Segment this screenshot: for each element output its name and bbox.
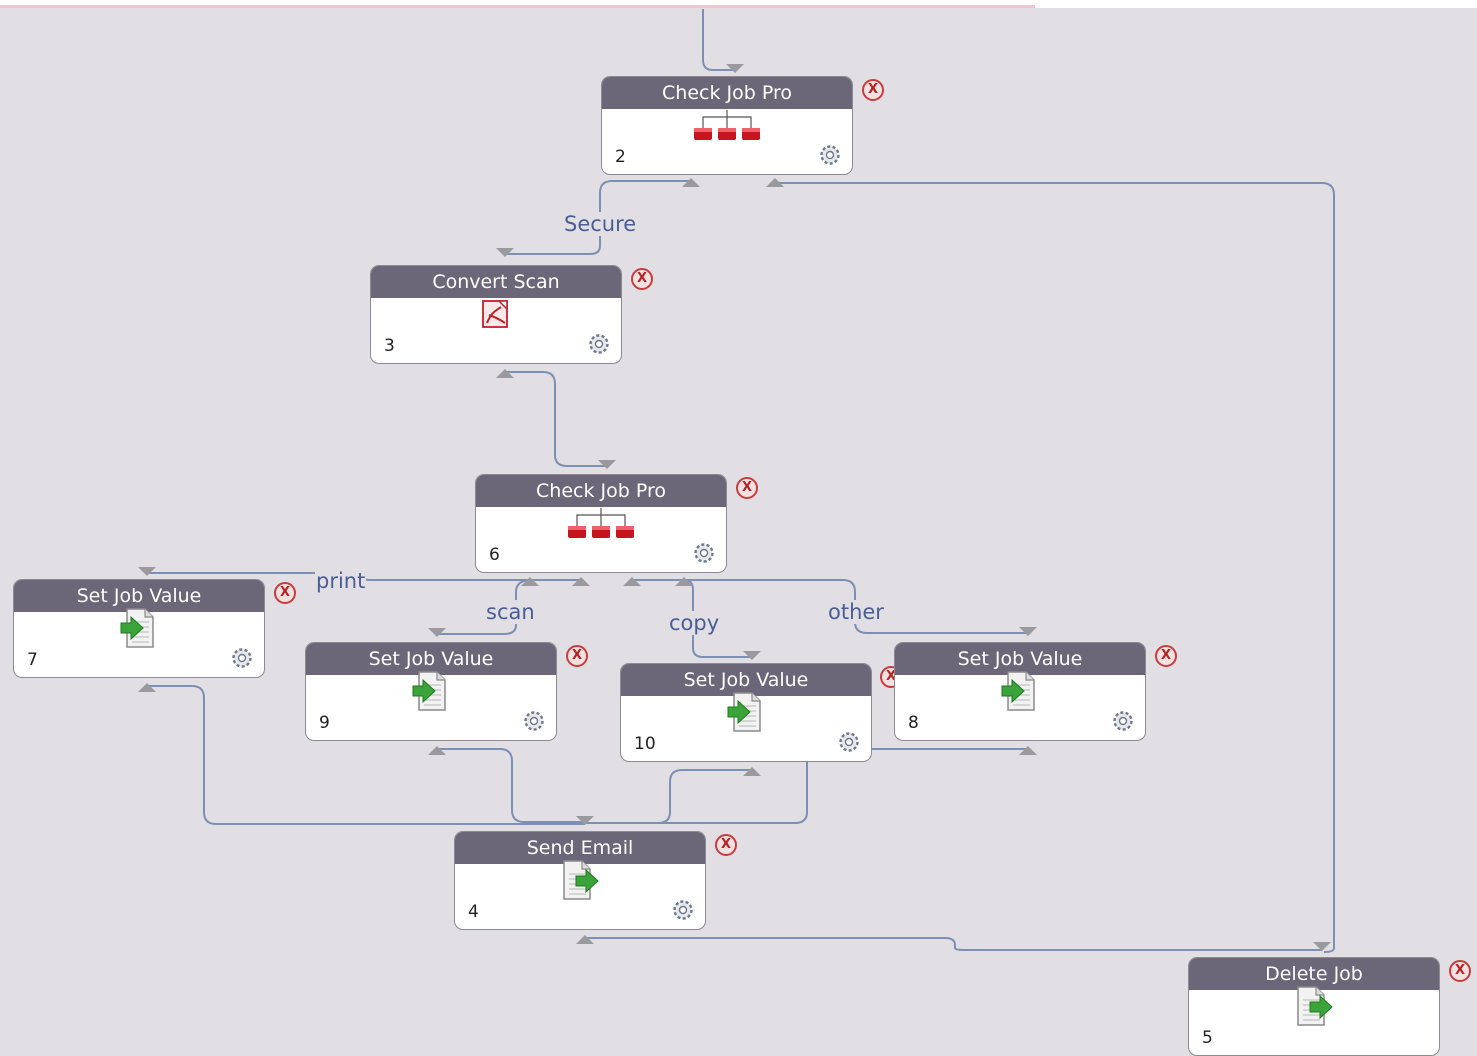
edge-9-to-4 <box>437 748 585 823</box>
node-number: 4 <box>468 902 479 922</box>
edge-label-scan: scan <box>485 600 536 624</box>
node-check-job-pro-2[interactable]: Check Job Pro 2 <box>601 76 853 175</box>
edge-2-to-5 <box>774 181 1335 953</box>
node-number: 6 <box>489 545 500 565</box>
gear-icon[interactable] <box>671 898 695 922</box>
node-set-job-value-7[interactable]: Set Job Value 7 <box>13 579 265 678</box>
gear-icon[interactable] <box>587 332 611 356</box>
close-icon[interactable]: X <box>862 79 884 101</box>
node-title: Set Job Value <box>306 643 556 675</box>
edge-6-to-10-copy <box>683 579 752 658</box>
input-port-arrow[interactable] <box>598 460 616 469</box>
edge-label-secure: Secure <box>563 212 638 236</box>
node-title: Check Job Pro <box>602 77 852 109</box>
output-port-arrow[interactable] <box>496 369 514 378</box>
gear-icon[interactable] <box>818 143 842 167</box>
edge-4-to-5 <box>585 937 1322 951</box>
node-title: Check Job Pro <box>476 475 726 507</box>
input-port-arrow[interactable] <box>576 816 594 825</box>
branch-icon <box>568 506 634 544</box>
input-port-arrow[interactable] <box>726 64 744 73</box>
node-title: Send Email <box>455 832 705 864</box>
close-icon[interactable]: X <box>1449 960 1471 982</box>
document-arrow-icon <box>726 690 766 738</box>
output-port-arrow[interactable] <box>766 178 784 187</box>
close-icon[interactable]: X <box>1155 645 1177 667</box>
node-convert-scan-3[interactable]: Convert Scan 3 <box>370 265 622 364</box>
node-title: Set Job Value <box>14 580 264 612</box>
edge-label-other: other <box>827 600 885 624</box>
node-number: 7 <box>27 650 38 670</box>
close-icon[interactable]: X <box>274 582 296 604</box>
close-icon[interactable]: X <box>631 268 653 290</box>
output-port-arrow[interactable] <box>428 746 446 755</box>
branch-icon <box>694 108 760 146</box>
output-port-arrow[interactable] <box>623 577 641 586</box>
close-icon[interactable]: X <box>566 645 588 667</box>
output-port-arrow[interactable] <box>1019 746 1037 755</box>
input-port-arrow[interactable] <box>138 567 156 576</box>
node-delete-job-5[interactable]: Delete Job 5 <box>1188 957 1440 1056</box>
gear-icon[interactable] <box>522 709 546 733</box>
node-number: 8 <box>908 713 919 733</box>
edge-6-to-9-scan <box>437 579 533 635</box>
top-edge-bar <box>0 0 1477 8</box>
input-port-arrow[interactable] <box>1313 942 1331 951</box>
node-set-job-value-8[interactable]: Set Job Value 8 <box>894 642 1146 741</box>
input-port-arrow[interactable] <box>1019 627 1037 636</box>
document-arrow-icon <box>1000 669 1040 717</box>
edge-label-print: print <box>315 569 367 593</box>
document-arrow-icon <box>411 669 451 717</box>
output-port-arrow[interactable] <box>576 935 594 944</box>
document-arrow-icon <box>560 858 600 906</box>
edge-3-to-6 <box>505 371 607 467</box>
input-port-arrow[interactable] <box>496 248 514 257</box>
node-number: 9 <box>319 713 330 733</box>
node-title: Set Job Value <box>895 643 1145 675</box>
output-port-arrow[interactable] <box>521 577 539 586</box>
output-port-arrow[interactable] <box>138 683 156 692</box>
node-set-job-value-9[interactable]: Set Job Value 9 <box>305 642 557 741</box>
edge-10-to-4 <box>585 769 752 824</box>
node-number: 5 <box>1202 1028 1213 1048</box>
node-number: 2 <box>615 147 626 167</box>
document-arrow-icon <box>1294 984 1334 1032</box>
close-icon[interactable]: X <box>736 477 758 499</box>
node-check-job-pro-6[interactable]: Check Job Pro 6 <box>475 474 727 573</box>
input-port-arrow[interactable] <box>428 628 446 637</box>
output-port-arrow[interactable] <box>572 577 590 586</box>
close-icon[interactable]: X <box>715 834 737 856</box>
edge-7-to-4 <box>147 685 585 825</box>
output-port-arrow[interactable] <box>675 577 693 586</box>
output-port-arrow[interactable] <box>743 767 761 776</box>
gear-icon[interactable] <box>230 646 254 670</box>
node-set-job-value-10[interactable]: Set Job Value 10 <box>620 663 872 762</box>
gear-icon[interactable] <box>1111 709 1135 733</box>
gear-icon[interactable] <box>837 730 861 754</box>
gear-icon[interactable] <box>692 541 716 565</box>
edge-label-copy: copy <box>668 611 721 635</box>
edge-start-to-2 <box>702 9 735 71</box>
pdf-convert-icon <box>479 297 513 335</box>
node-title: Set Job Value <box>621 664 871 696</box>
output-port-arrow[interactable] <box>682 178 700 187</box>
node-number: 10 <box>634 734 656 754</box>
input-port-arrow[interactable] <box>743 651 761 660</box>
top-edge-accent <box>0 5 1035 8</box>
node-number: 3 <box>384 336 395 356</box>
node-send-email-4[interactable]: Send Email 4 <box>454 831 706 930</box>
node-title: Delete Job <box>1189 958 1439 990</box>
node-title: Convert Scan <box>371 266 621 298</box>
document-arrow-icon <box>119 606 159 654</box>
